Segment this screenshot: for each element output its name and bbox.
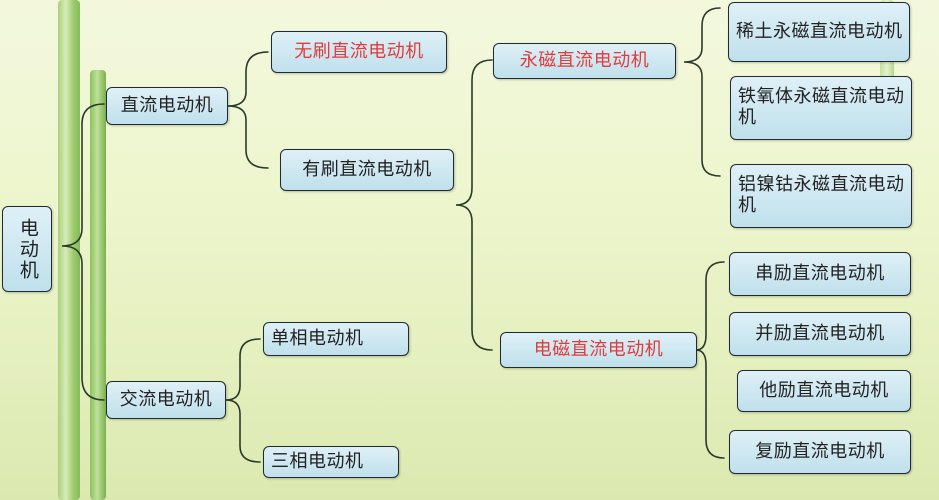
brace-ac xyxy=(225,338,261,463)
brace-brushed xyxy=(455,59,493,351)
node-brushless-dc-motor: 无刷直流电动机 xyxy=(271,31,447,73)
node-ac-motor: 交流电动机 xyxy=(106,381,226,419)
brace-electromagnetic xyxy=(695,261,725,459)
brace-dc xyxy=(227,51,269,169)
node-rare-earth-pm-dc-motor: 稀土永磁直流电动机 xyxy=(728,2,910,62)
node-alnico-pm-dc-motor: 铝镍钴永磁直流电动机 xyxy=(730,164,912,228)
node-single-phase-motor: 单相电动机 xyxy=(263,322,409,356)
bamboo-stalk-left xyxy=(58,0,80,500)
node-compound-excited-dc-motor: 复励直流电动机 xyxy=(729,430,911,474)
node-brushed-dc-motor: 有刷直流电动机 xyxy=(280,149,454,191)
node-series-excited-dc-motor: 串励直流电动机 xyxy=(729,252,911,296)
bamboo-stalk-inner xyxy=(90,70,106,500)
brace-root xyxy=(61,103,105,401)
node-shunt-excited-dc-motor: 并励直流电动机 xyxy=(729,312,911,356)
brace-permanent-magnet xyxy=(683,7,721,177)
node-motor: 电动机 xyxy=(2,206,52,292)
node-electromagnetic-dc-motor: 电磁直流电动机 xyxy=(500,332,697,368)
node-ferrite-pm-dc-motor: 铁氧体永磁直流电动机 xyxy=(730,76,912,140)
node-dc-motor: 直流电动机 xyxy=(106,87,228,125)
node-separately-excited-dc-motor: 他励直流电动机 xyxy=(737,370,911,412)
node-three-phase-motor: 三相电动机 xyxy=(263,446,399,478)
node-permanent-magnet-dc-motor: 永磁直流电动机 xyxy=(493,43,676,79)
